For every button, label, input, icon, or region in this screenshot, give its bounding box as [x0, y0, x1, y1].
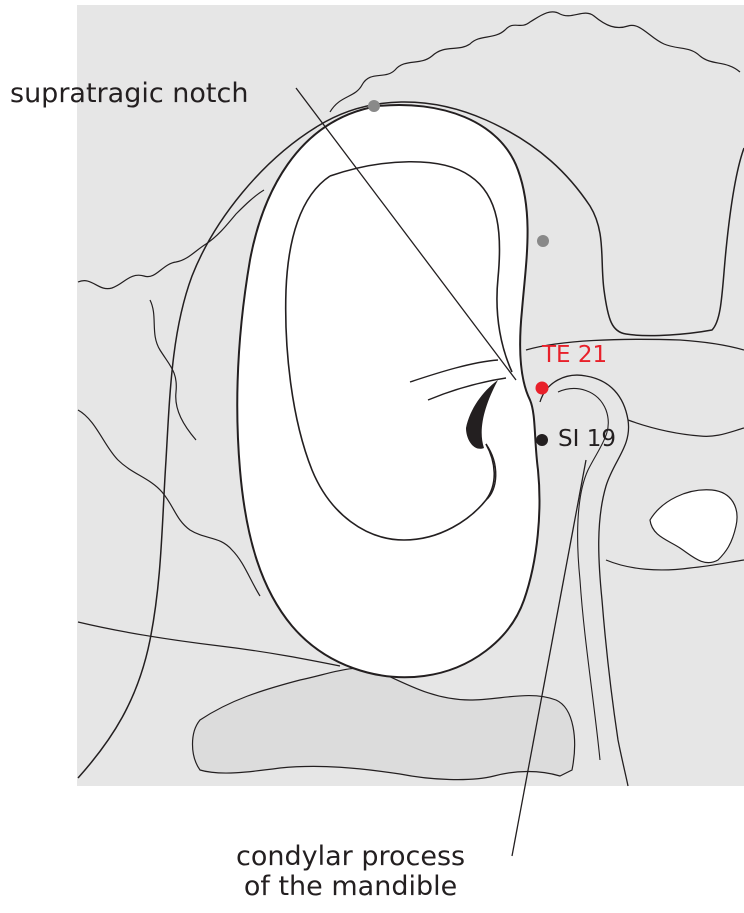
- te21-label: TE 21: [542, 344, 607, 367]
- condylar-label-line1: condylar process: [236, 842, 465, 872]
- ear-helix-outer: [237, 105, 539, 677]
- reference-point-mid: [537, 235, 549, 247]
- supratragic-notch-label: supratragic notch: [10, 80, 248, 107]
- condylar-process-label: condylar process of the mandible: [236, 842, 465, 902]
- condylar-label-line2: of the mandible: [236, 872, 465, 902]
- si19-point: [536, 434, 548, 446]
- reference-point-upper: [368, 100, 380, 112]
- te21-point: [536, 382, 549, 395]
- si19-label: SI 19: [558, 428, 616, 451]
